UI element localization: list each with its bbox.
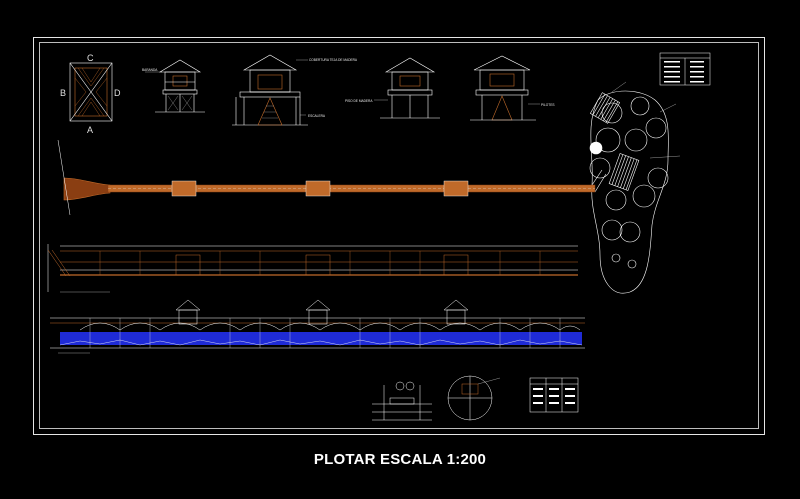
label-cobertura: COBERTURA TEJA DE MADERA [309,58,358,62]
pier-elevation [47,244,578,293]
elevation-mark-right: D [114,88,121,98]
drawing-frame-outer [33,37,765,435]
construction-details [372,375,501,421]
legend-table-bottom [529,377,579,413]
elevation-mark-top: C [87,53,94,63]
elevation-mark-left: B [60,88,66,98]
sheet-title: PLOTAR ESCALA 1:200 [313,451,487,468]
elevation-mark-bottom: A [87,125,93,135]
kiosk-elevation-1 [145,59,205,113]
pier-section [50,299,585,354]
drawing-frame-inner [39,42,759,429]
kiosk-elevation-4 [470,55,540,121]
legend-table-top [659,52,711,86]
label-pilotes: PILOTES [541,103,554,107]
label-escalera: ESCALERA [308,114,326,118]
kiosk-elevation-3 [374,57,440,119]
site-plan [589,81,681,294]
label-baranda: BARANDA [142,68,158,72]
pier-plan [57,139,596,216]
label-piso: PISO DE MADERA [345,99,373,103]
kiosk-section-2 [232,54,308,126]
kiosk-roof-plan [69,62,113,122]
